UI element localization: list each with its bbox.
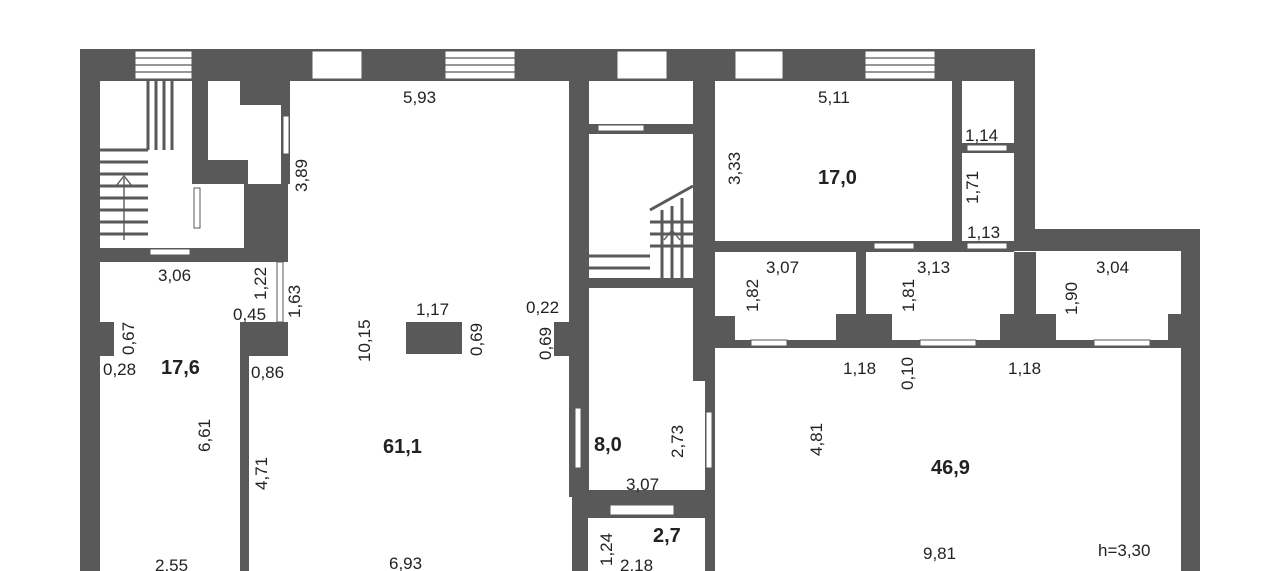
- dim-1-18b: 1,18: [1008, 359, 1041, 378]
- dim-10-15: 10,15: [355, 319, 374, 362]
- dim-1-82: 1,82: [743, 279, 762, 312]
- dim-2-18: 2,18: [620, 556, 653, 571]
- windows-top: [134, 50, 936, 80]
- area-label-46-9: 46,9: [931, 457, 970, 479]
- area-label-17-6: 17,6: [161, 357, 200, 379]
- dim-4-71: 4,71: [252, 457, 271, 490]
- area-label-8-0: 8,0: [594, 434, 622, 456]
- dim-1-14: 1,14: [965, 126, 998, 145]
- dim-3-06: 3,06: [158, 266, 191, 285]
- dim-6-61: 6,61: [195, 419, 214, 452]
- dim-0-67: 0,67: [119, 322, 138, 355]
- area-label-2-7: 2,7: [653, 525, 681, 547]
- dim-6-93: 6,93: [389, 554, 422, 571]
- dim-1-22: 1,22: [251, 267, 270, 300]
- dim-1-90: 1,90: [1062, 282, 1081, 315]
- ceiling-height: h=3,30: [1098, 541, 1150, 560]
- openings: [149, 115, 1151, 516]
- dim-1-13: 1,13: [967, 223, 1000, 242]
- dim-2-73: 2,73: [668, 425, 687, 458]
- dim-9-81: 9,81: [923, 544, 956, 563]
- area-labels: 17,6 61,1 8,0 2,7 17,0 46,9: [161, 167, 970, 547]
- dim-0-69b: 0,69: [536, 327, 555, 360]
- dim-0-28: 0,28: [103, 360, 136, 379]
- dim-0-69a: 0,69: [467, 323, 486, 356]
- dim-0-10: 0,10: [898, 357, 917, 390]
- dim-3-07a: 3,07: [626, 475, 659, 494]
- dim-3-07b: 3,07: [766, 258, 799, 277]
- staircase-left: [100, 80, 174, 240]
- dim-1-18a: 1,18: [843, 359, 876, 378]
- dimension-labels: 5,93 3,06 0,45 0,28 0,86 1,17 0,22 2,55 …: [103, 88, 1150, 571]
- dim-3-33: 3,33: [725, 152, 744, 185]
- dimension-labels-vertical: 3,89 1,22 1,63 0,67 10,15 0,69 0,69 6,61…: [119, 152, 1081, 566]
- dim-3-13: 3,13: [917, 258, 950, 277]
- dim-1-24: 1,24: [597, 533, 616, 566]
- dim-5-11: 5,11: [818, 88, 850, 107]
- area-label-61-1: 61,1: [383, 436, 422, 458]
- dim-3-89: 3,89: [292, 159, 311, 192]
- dim-1-17: 1,17: [416, 300, 449, 319]
- dim-0-86: 0,86: [251, 363, 284, 382]
- dim-4-81: 4,81: [807, 423, 826, 456]
- dim-1-81: 1,81: [899, 279, 918, 312]
- dim-2-55: 2,55: [155, 556, 188, 571]
- dim-5-93: 5,93: [403, 88, 436, 107]
- area-label-17-0: 17,0: [818, 167, 857, 189]
- dim-1-63: 1,63: [285, 285, 304, 318]
- dim-1-71: 1,71: [963, 171, 982, 204]
- dim-0-22: 0,22: [526, 298, 559, 317]
- staircase-center: [589, 184, 694, 278]
- dim-0-45: 0,45: [233, 305, 266, 324]
- dim-3-04: 3,04: [1096, 258, 1129, 277]
